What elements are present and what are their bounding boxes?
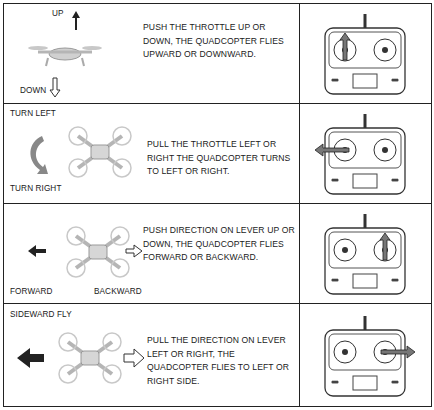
direction-label: BACKWARD: [94, 287, 142, 297]
remote-controller: [325, 316, 415, 396]
instruction-text: PULL THE DIRECTION ON LEVER LEFT OR RIGH…: [147, 334, 295, 388]
instruction-text: PUSH DIRECTION ON LEVER UP OR DOWN, THE …: [143, 224, 295, 265]
drone-top: [59, 333, 121, 383]
forward-arrow: [28, 245, 46, 257]
direction-label: DOWN: [20, 86, 46, 96]
stick-arrow: [315, 144, 349, 156]
stick-arrow: [381, 346, 415, 358]
direction-label: SIDEWARD FLY: [10, 310, 72, 320]
remote-controller: [315, 114, 405, 194]
backward-arrow: [126, 245, 142, 257]
left-arrow: [17, 348, 44, 368]
direction-label: TURN LEFT: [10, 109, 56, 119]
direction-label: UP: [52, 9, 64, 19]
remote-controller: [325, 14, 405, 94]
remote-controller: [325, 214, 405, 294]
stick-arrow: [380, 233, 390, 260]
turn-arrow: [30, 136, 48, 174]
down-arrow: [50, 78, 60, 97]
direction-label: FORWARD: [10, 287, 53, 297]
direction-label: TURN RIGHT: [10, 184, 61, 194]
drone-top: [69, 127, 131, 177]
instruction-text: PUSH THE THROTTLE UP OR DOWN, THE QUADCO…: [143, 21, 295, 62]
instruction-text: PULL THE THROTTLE LEFT OR RIGHT THE QUAD…: [147, 138, 295, 179]
up-arrow: [72, 11, 80, 30]
drone-top: [67, 227, 129, 277]
stick-arrow: [340, 33, 350, 60]
drone-side: [28, 46, 102, 66]
right-arrow: [124, 349, 144, 367]
